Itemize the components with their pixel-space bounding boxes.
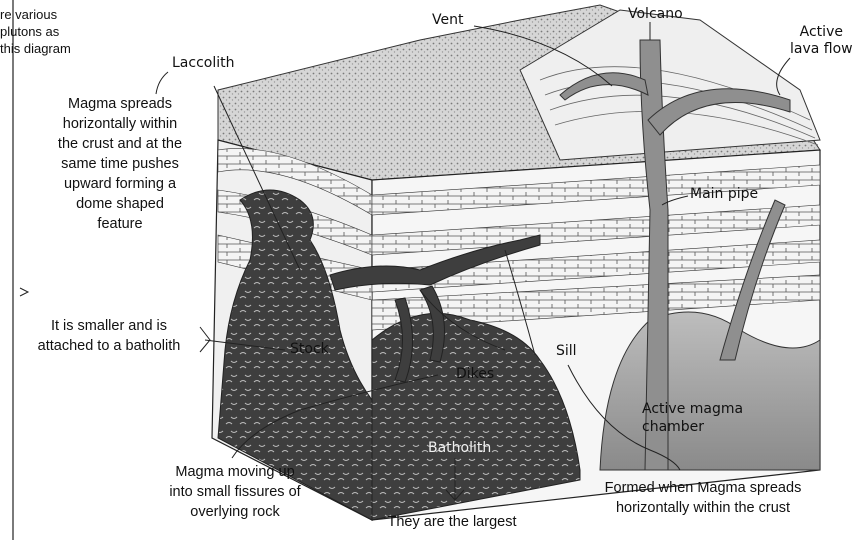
note-line: same time pushes xyxy=(30,154,210,174)
note-line: horizontally within the crust xyxy=(572,498,834,518)
note-line: dome shaped xyxy=(30,194,210,214)
active-lava-flow-label: Active lava flow xyxy=(790,24,853,58)
note-line: feature xyxy=(30,214,210,234)
note-line: overlying rock xyxy=(140,502,330,522)
note-line: into small fissures of xyxy=(140,482,330,502)
dikes-label: Dikes xyxy=(456,366,494,382)
intro-line: this diagram xyxy=(0,40,71,57)
note-line: It is smaller and is xyxy=(18,316,200,336)
note-line: Magma spreads xyxy=(30,94,210,114)
laccolith-label: Laccolith xyxy=(172,55,234,71)
note-line: the crust and at the xyxy=(30,134,210,154)
intro-note: re various plutons as this diagram xyxy=(0,6,71,57)
intro-line: plutons as xyxy=(0,23,71,40)
note-line: Formed when Magma spreads xyxy=(572,478,834,498)
laccolith-description: Magma spreads horizontally within the cr… xyxy=(30,94,210,234)
magma-chamber-label: Active magma chamber xyxy=(642,400,743,436)
magma-chamber-line: chamber xyxy=(642,418,743,436)
active-lava-flow-line: Active xyxy=(790,24,853,41)
stock-description: It is smaller and is attached to a batho… xyxy=(18,316,200,356)
note-line: Magma moving up xyxy=(140,462,330,482)
note-line: upward forming a xyxy=(30,174,210,194)
volcano-label: Volcano xyxy=(628,6,683,22)
active-lava-flow-line: lava flow xyxy=(790,41,853,58)
main-pipe-label: Main pipe xyxy=(690,186,758,202)
note-line: attached to a batholith xyxy=(18,336,200,356)
note-line: horizontally within xyxy=(30,114,210,134)
sill-description: Formed when Magma spreads horizontally w… xyxy=(572,478,834,518)
batholith-label: Batholith xyxy=(428,440,491,456)
magma-chamber-line: Active magma xyxy=(642,400,743,418)
dikes-description: Magma moving up into small fissures of o… xyxy=(140,462,330,522)
intro-line: re various xyxy=(0,6,71,23)
vent-label: Vent xyxy=(432,12,463,28)
sill-label: Sill xyxy=(556,343,577,359)
batholith-description: They are the largest xyxy=(362,512,542,532)
stock-label: Stock xyxy=(290,341,329,357)
